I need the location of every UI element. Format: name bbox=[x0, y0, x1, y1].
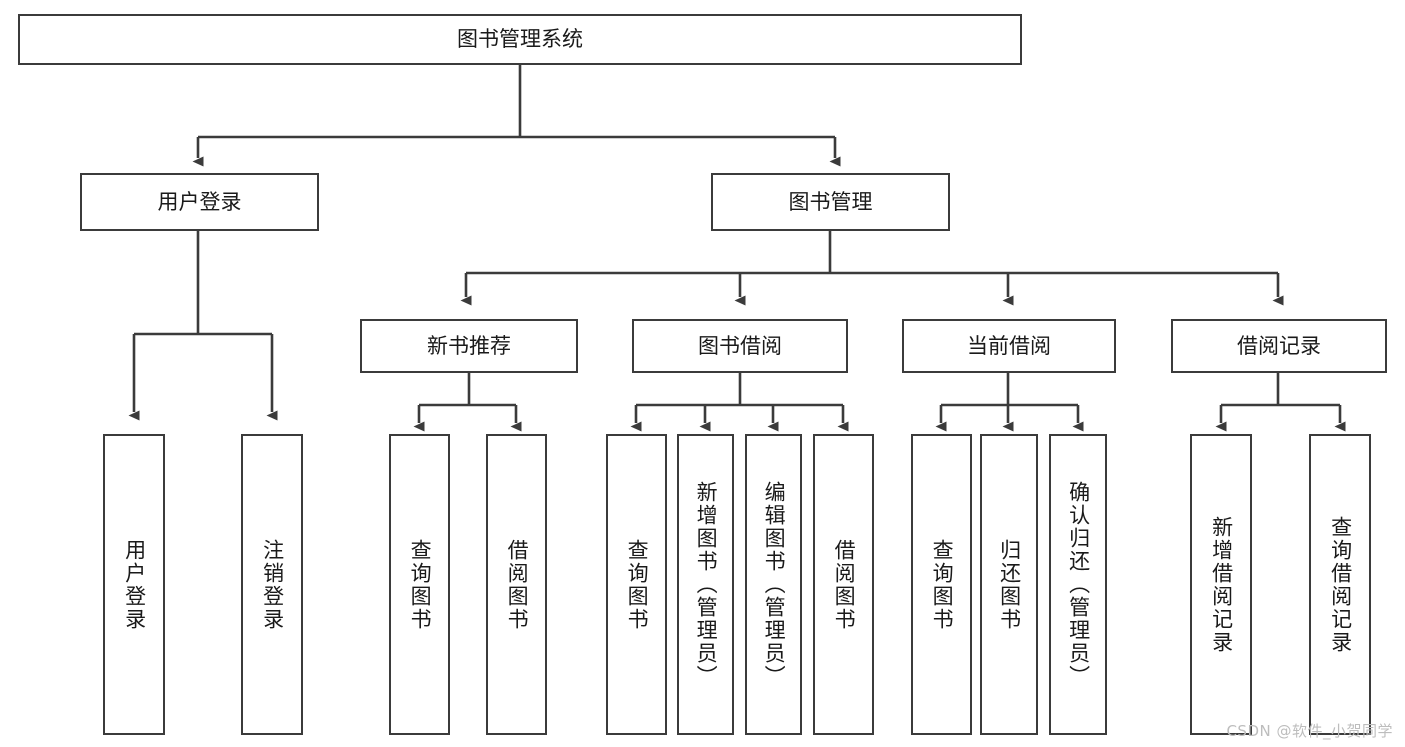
node-label: 新书推荐 bbox=[427, 333, 511, 358]
node-leaf-borrow-book-2[interactable]: 借阅图书 bbox=[813, 434, 874, 735]
node-label: 当前借阅 bbox=[967, 333, 1051, 358]
node-leaf-query-book-3[interactable]: 查询图书 bbox=[911, 434, 972, 735]
node-label: 图书管理 bbox=[788, 189, 873, 214]
node-label: 新增借阅记录 bbox=[1209, 515, 1234, 654]
node-label: 编辑图书（管理员） bbox=[762, 481, 787, 688]
node-leaf-query-borrow-record[interactable]: 查询借阅记录 bbox=[1309, 434, 1371, 735]
node-label: 查询图书 bbox=[930, 538, 955, 631]
node-label: 借阅图书 bbox=[505, 538, 530, 631]
node-label: 确认归还（管理员） bbox=[1066, 481, 1091, 688]
node-leaf-logout-login[interactable]: 注销登录 bbox=[241, 434, 303, 735]
node-label: 归还图书 bbox=[997, 538, 1022, 631]
node-leaf-borrow-book-1[interactable]: 借阅图书 bbox=[486, 434, 547, 735]
node-label: 查询借阅记录 bbox=[1328, 515, 1353, 654]
node-label: 新增图书（管理员） bbox=[694, 481, 719, 688]
node-leaf-query-book-1[interactable]: 查询图书 bbox=[389, 434, 450, 735]
node-label: 借阅图书 bbox=[832, 538, 857, 631]
node-root-book-management-system[interactable]: 图书管理系统 bbox=[18, 14, 1022, 65]
node-leaf-edit-book-admin[interactable]: 编辑图书（管理员） bbox=[745, 434, 802, 735]
node-new-book-recommend[interactable]: 新书推荐 bbox=[360, 319, 578, 373]
node-current-borrow[interactable]: 当前借阅 bbox=[902, 319, 1116, 373]
node-user-login[interactable]: 用户登录 bbox=[80, 173, 319, 231]
node-label: 图书借阅 bbox=[698, 333, 782, 358]
node-borrow-record[interactable]: 借阅记录 bbox=[1171, 319, 1387, 373]
node-book-management[interactable]: 图书管理 bbox=[711, 173, 950, 231]
node-label: 图书管理系统 bbox=[457, 27, 583, 52]
node-label: 借阅记录 bbox=[1237, 333, 1321, 358]
csdn-watermark: CSDN @软件_小贺同学 bbox=[1226, 722, 1393, 740]
node-leaf-query-book-2[interactable]: 查询图书 bbox=[606, 434, 667, 735]
node-leaf-user-login[interactable]: 用户登录 bbox=[103, 434, 165, 735]
node-label: 用户登录 bbox=[157, 189, 242, 214]
node-label: 用户登录 bbox=[122, 538, 147, 631]
node-label: 查询图书 bbox=[408, 538, 433, 631]
node-label: 注销登录 bbox=[260, 538, 285, 631]
node-leaf-add-borrow-record[interactable]: 新增借阅记录 bbox=[1190, 434, 1252, 735]
node-leaf-confirm-return-admin[interactable]: 确认归还（管理员） bbox=[1049, 434, 1107, 735]
node-leaf-add-book-admin[interactable]: 新增图书（管理员） bbox=[677, 434, 734, 735]
node-book-borrow[interactable]: 图书借阅 bbox=[632, 319, 848, 373]
node-leaf-return-book[interactable]: 归还图书 bbox=[980, 434, 1038, 735]
node-label: 查询图书 bbox=[625, 538, 650, 631]
